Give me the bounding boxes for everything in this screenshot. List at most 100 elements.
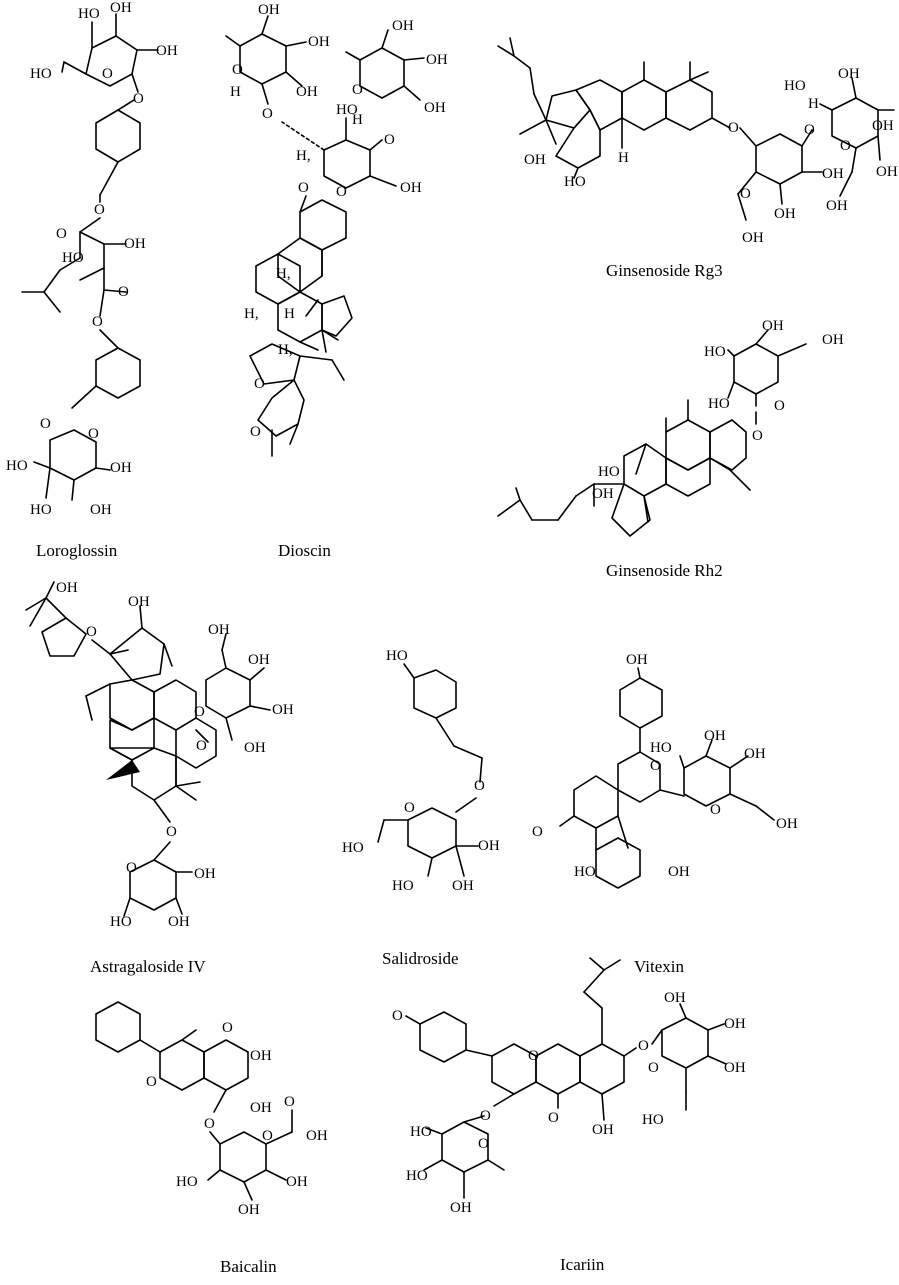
atom-label: HO: [410, 1124, 432, 1140]
atom-label: HO: [30, 66, 52, 82]
atom-label: O: [728, 120, 739, 136]
atom-label: HO: [574, 864, 596, 880]
atom-label: OH: [308, 34, 330, 50]
atom-label: O: [404, 800, 415, 816]
atom-label: OH: [776, 816, 798, 832]
atom-label: OH: [124, 236, 146, 252]
atom-label: O: [254, 376, 265, 392]
atom-label: OH: [826, 198, 848, 214]
atom-label: O: [166, 824, 177, 840]
atom-label: HO: [30, 502, 52, 518]
atom-label: OH: [194, 866, 216, 882]
atom-label: O: [94, 202, 105, 218]
ginsenoside-rg3-structure: OH HO H O O OH OH OH O HO H OH OH OH O O…: [497, 37, 898, 280]
compound-caption-astragaloside-iv: Astragaloside IV: [90, 957, 206, 976]
atom-label: O: [56, 226, 67, 242]
atom-label: OH: [244, 740, 266, 756]
atom-label: O: [528, 1048, 539, 1064]
atom-label: OH: [724, 1060, 746, 1076]
atom-label: OH: [668, 864, 690, 880]
atom-label: OH: [250, 1048, 272, 1064]
atom-label: OH: [664, 990, 686, 1006]
atom-label: O: [478, 1136, 489, 1152]
atom-label: OH: [426, 52, 448, 68]
atom-label: O: [804, 122, 815, 138]
atom-label: O: [126, 860, 137, 876]
atom-label: HO: [110, 914, 132, 930]
atom-label: OH: [306, 1128, 328, 1144]
atom-label: H,: [244, 306, 259, 322]
atom-label: O: [222, 1020, 233, 1036]
atom-label: O: [86, 624, 97, 640]
compound-caption-salidroside: Salidroside: [382, 949, 459, 968]
atom-label: O: [774, 398, 785, 414]
salidroside-structure: HO O O HO OH HO OH Salidroside: [342, 648, 500, 968]
atom-label: HO: [784, 78, 806, 94]
atom-label: OH: [450, 1200, 472, 1216]
atom-label: O: [648, 1060, 659, 1076]
atom-label: OH: [876, 164, 898, 180]
atom-label: O: [384, 132, 395, 148]
compound-caption-ginsenoside-rg3: Ginsenoside Rg3: [606, 261, 723, 280]
atom-label: O: [298, 180, 309, 196]
atom-label: O: [146, 1074, 157, 1090]
atom-label: OH: [452, 878, 474, 894]
compound-caption-icariin: Icariin: [560, 1255, 605, 1274]
atom-label: O: [232, 62, 243, 78]
atom-label: H: [230, 84, 241, 100]
atom-label: HO: [650, 740, 672, 756]
atom-label: OH: [296, 84, 318, 100]
atom-label: HO: [564, 174, 586, 190]
atom-label: O: [92, 314, 103, 330]
atom-label: HO: [598, 464, 620, 480]
atom-label: O: [548, 1110, 559, 1126]
atom-label: OH: [238, 1202, 260, 1218]
atom-label: O: [638, 1038, 649, 1054]
atom-label: O: [88, 426, 99, 442]
atom-label: O: [196, 738, 207, 754]
atom-label: OH: [110, 460, 132, 476]
atom-label: OH: [524, 152, 546, 168]
atom-label: O: [194, 704, 205, 720]
atom-label: OH: [822, 332, 844, 348]
compound-caption-dioscin: Dioscin: [278, 541, 331, 560]
compound-caption-loroglossin: Loroglossin: [36, 541, 118, 560]
atom-label: O: [474, 778, 485, 794]
atom-label: HO: [6, 458, 28, 474]
atom-label: OH: [838, 66, 860, 82]
atom-label: O: [392, 1008, 403, 1024]
atom-label: HO: [342, 840, 364, 856]
atom-label: OH: [168, 914, 190, 930]
atom-label: OH: [128, 594, 150, 610]
atom-label: OH: [110, 0, 132, 16]
atom-label: OH: [762, 318, 784, 334]
atom-label: H,: [276, 266, 291, 282]
atom-label: H,: [296, 148, 311, 164]
atom-label: O: [262, 1128, 273, 1144]
atom-label: O: [752, 428, 763, 444]
atom-label: HO: [392, 878, 414, 894]
atom-label: OH: [478, 838, 500, 854]
astragaloside-iv-structure: OH O OH O O OH OH OH OH O: [25, 580, 294, 976]
atom-label: O: [840, 138, 851, 154]
atom-label: HO: [642, 1112, 664, 1128]
atom-label: O: [118, 284, 129, 300]
atom-label: HO: [336, 102, 358, 118]
atom-label: OH: [872, 118, 894, 134]
atom-label: O: [532, 824, 543, 840]
atom-label: OH: [286, 1174, 308, 1190]
vitexin-structure: OH O O HO OH HO OH OH O OH Vitexin: [532, 652, 798, 976]
atom-label: H: [352, 112, 363, 128]
atom-label: O: [262, 106, 273, 122]
atom-label: OH: [208, 622, 230, 638]
atom-label: H: [808, 96, 819, 112]
atom-label: O: [710, 802, 721, 818]
atom-label: HO: [62, 250, 84, 266]
atom-label: O: [352, 82, 363, 98]
atom-label: H: [284, 306, 295, 322]
ginsenoside-rh2-structure: OH HO OH HO O O HO OH Ginsenoside Rh2: [497, 318, 844, 580]
atom-label: OH: [704, 728, 726, 744]
atom-label: HO: [704, 344, 726, 360]
loroglossin-structure: HO OH OH HO O O O O OH HO O O O: [6, 0, 178, 560]
